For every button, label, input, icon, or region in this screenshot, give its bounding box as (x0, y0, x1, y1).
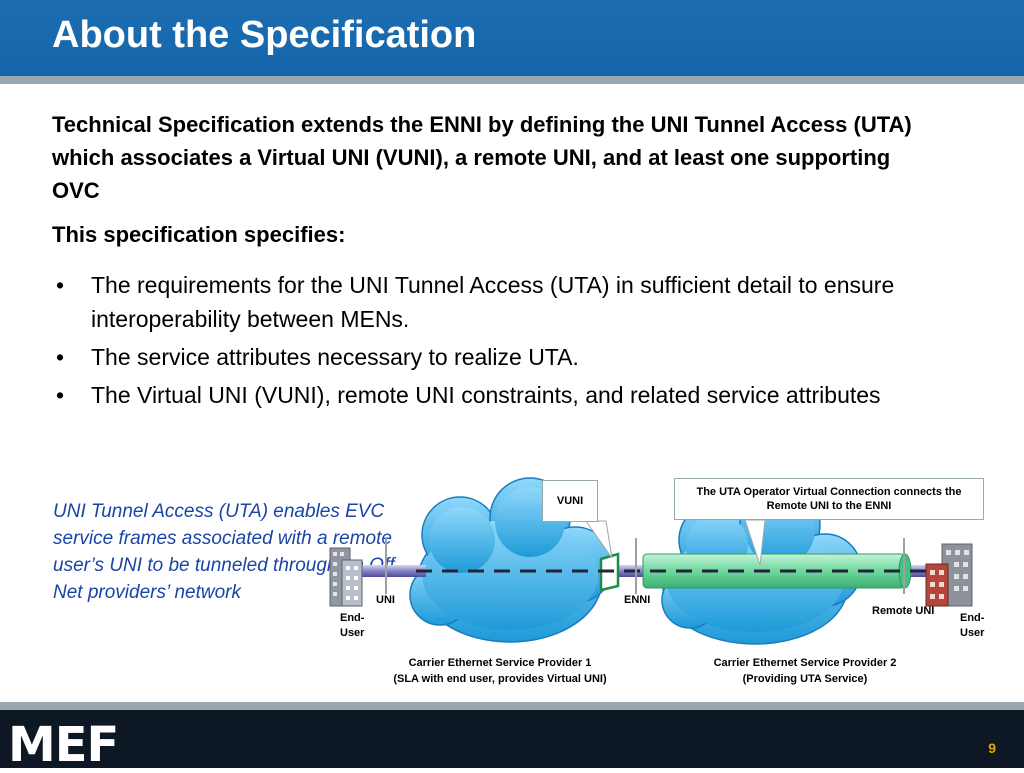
mef-logo: MEF (8, 717, 119, 773)
bullet-item: • The Virtual UNI (VUNI), remote UNI cons… (52, 378, 972, 412)
bullet-item: • The service attributes necessary to rea… (52, 340, 972, 374)
end-user-left-line: User (340, 627, 365, 639)
title-divider (0, 76, 1024, 84)
provider1-role: (SLA with end user, provides Virtual UNI… (393, 673, 607, 685)
provider1-name: Carrier Ethernet Service Provider 1 (408, 657, 592, 669)
uta-note: UNI Tunnel Access (UTA) enables EVC serv… (53, 501, 401, 603)
end-user-right-label: End- User (960, 611, 984, 641)
end-user-left-label: End- User (340, 611, 364, 641)
footer-bar: MEF 9 (0, 710, 1024, 773)
end-user-right-line: User (960, 627, 985, 639)
bullet-dot: • (56, 382, 65, 408)
bullet-dot: • (56, 344, 65, 370)
bullet-text: The Virtual UNI (VUNI), remote UNI const… (91, 382, 881, 408)
provider2-role: (Providing UTA Service) (742, 673, 868, 685)
provider1-caption: Carrier Ethernet Service Provider 1 (SLA… (350, 655, 650, 687)
lead-paragraph: Technical Specification extends the ENNI… (52, 112, 912, 203)
spec-heading: This specification specifies: (52, 222, 346, 247)
ovc-callout: The UTA Operator Virtual Connection conn… (674, 478, 984, 520)
footer-divider (0, 702, 1024, 710)
bullet-text: The requirements for the UNI Tunnel Acce… (91, 272, 895, 332)
end-user-right-building-icon (925, 543, 973, 607)
provider2-caption: Carrier Ethernet Service Provider 2 (Pro… (660, 655, 950, 687)
ovc-callout-pointer (744, 519, 766, 566)
uta-diagram: VUNI The UTA Operator Virtual Connection… (320, 470, 1024, 695)
remote-uni-label: Remote UNI (872, 605, 935, 617)
bullet-item: • The requirements for the UNI Tunnel Acc… (52, 268, 972, 336)
end-user-left-line: End- (340, 612, 365, 624)
enni-label: ENNI (624, 594, 651, 606)
uni-access-pipe (360, 565, 426, 577)
slide-title: About the Specification (52, 14, 477, 56)
end-user-left-building-icon (329, 547, 363, 607)
bullet-dot: • (56, 272, 65, 298)
provider2-name: Carrier Ethernet Service Provider 2 (713, 657, 897, 669)
end-user-right-line: End- (960, 612, 985, 624)
uni-label: UNI (376, 594, 395, 606)
title-bar: About the Specification (0, 0, 1024, 84)
bullet-text: The service attributes necessary to real… (91, 344, 579, 370)
page-number: 9 (988, 740, 996, 756)
bullet-list: • The requirements for the UNI Tunnel Acc… (52, 268, 972, 416)
vuni-callout: VUNI (542, 480, 598, 522)
